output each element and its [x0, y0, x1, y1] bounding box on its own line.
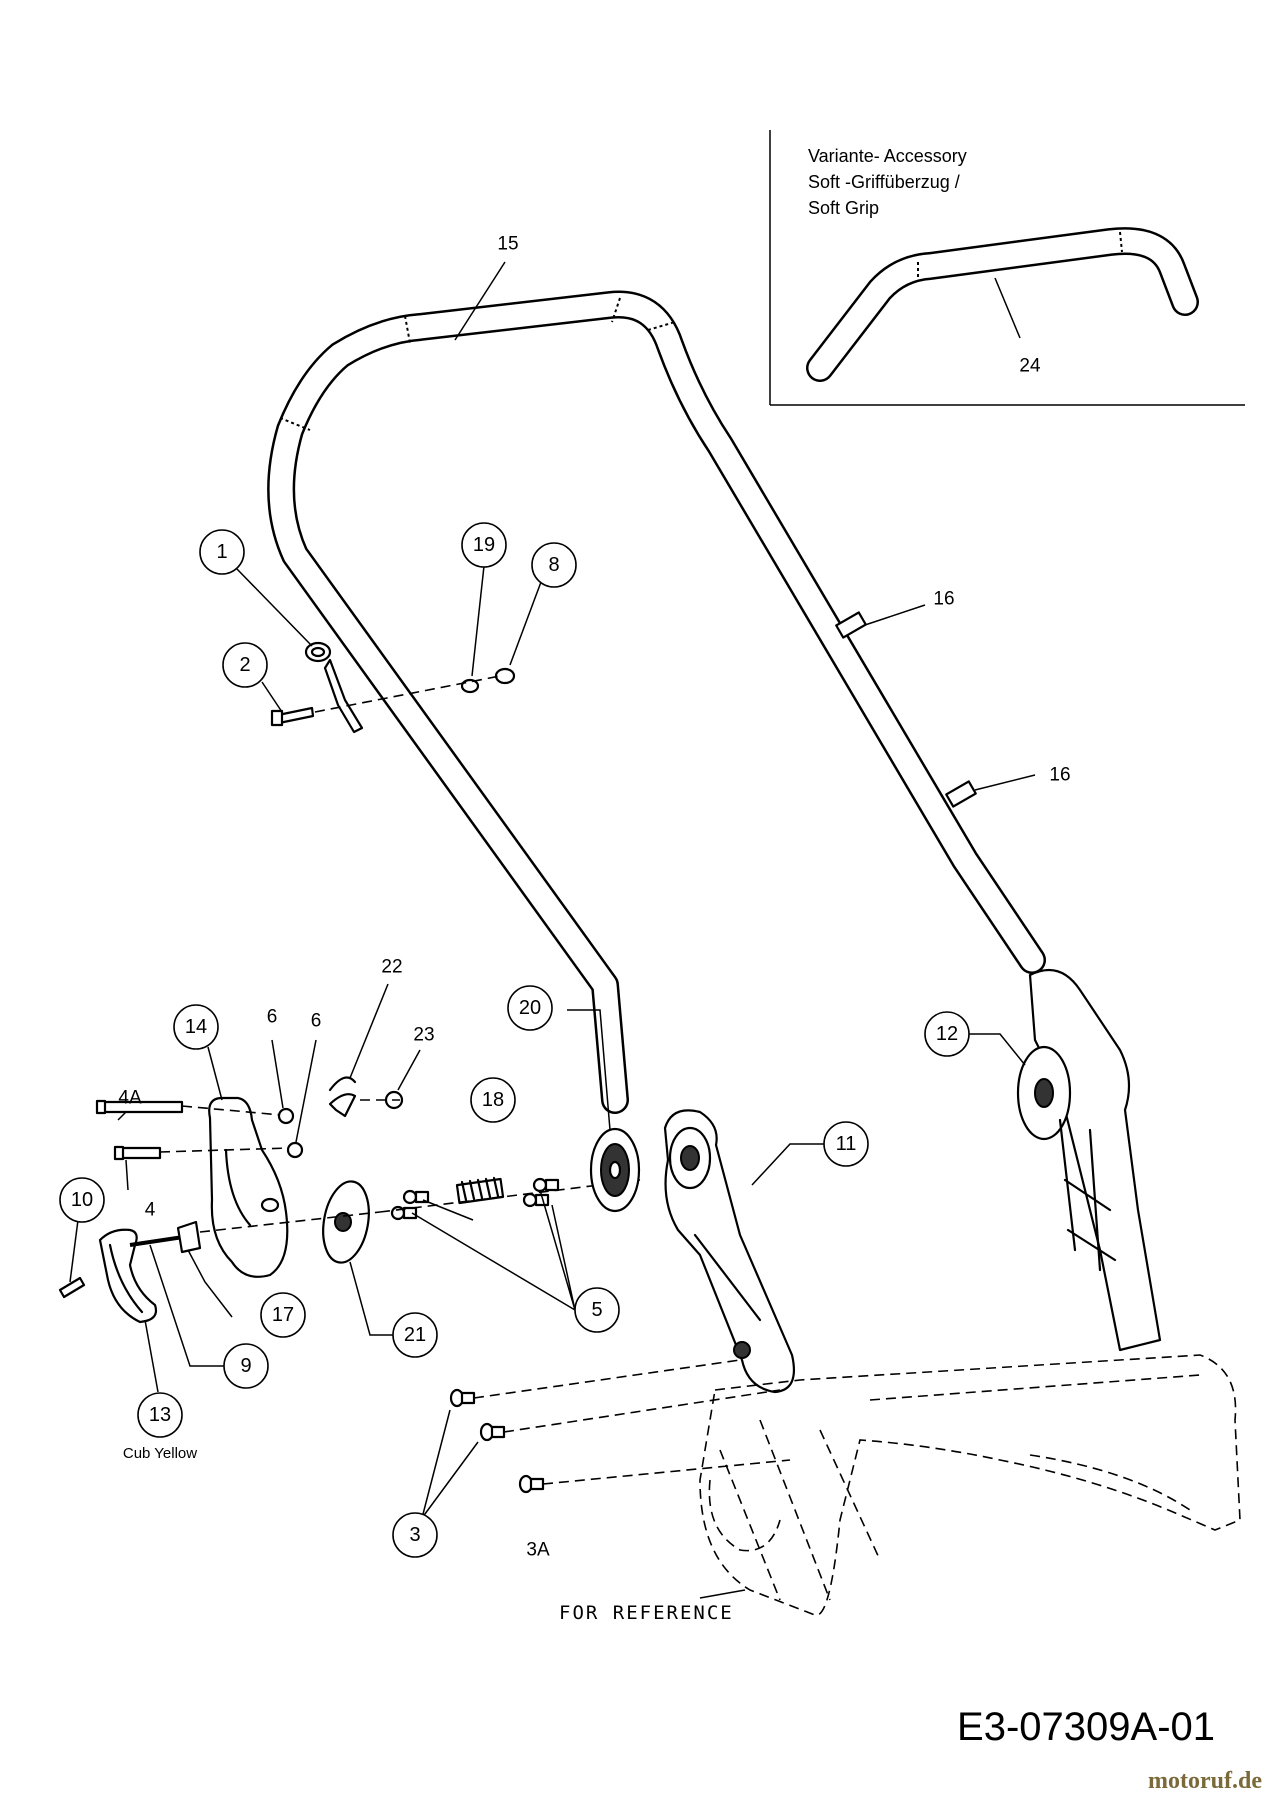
svg-text:8: 8 — [548, 554, 559, 576]
leader-3 — [421, 1409, 479, 1519]
callout-20: 20 — [507, 985, 553, 1031]
callout-21: 21 — [392, 1312, 438, 1358]
height-adjuster-parts — [58, 1076, 641, 1324]
leader-20 — [567, 1009, 611, 1131]
for-reference-note: FOR REFERENCE — [559, 1602, 734, 1624]
screws-3 — [449, 1359, 791, 1494]
accessory-title: Variante- Accessory — [808, 146, 967, 166]
leader-14 — [207, 1046, 223, 1101]
callout-3: 3 — [392, 1512, 438, 1558]
leader-4 — [125, 1159, 129, 1191]
leader-11 — [751, 1143, 826, 1186]
callout-1: 1 — [199, 529, 245, 575]
leader-17 — [187, 1249, 233, 1318]
leader-12 — [968, 1033, 1026, 1066]
cable-clip-lower — [945, 780, 977, 808]
label-6a: 6 — [267, 1007, 278, 1028]
svg-text:11: 11 — [836, 1133, 857, 1155]
label-16a: 16 — [933, 589, 954, 610]
soft-grip-drawing — [806, 227, 1199, 382]
callout-9: 9 — [223, 1343, 269, 1389]
leader-10 — [69, 1219, 79, 1283]
label-23: 23 — [413, 1025, 434, 1046]
leader-1 — [235, 567, 313, 647]
label-22: 22 — [381, 957, 402, 978]
svg-text:2: 2 — [239, 654, 250, 676]
watermark-logo: motoruf.de — [1148, 1768, 1262, 1794]
svg-text:3: 3 — [409, 1524, 420, 1546]
cable-clip-upper — [835, 611, 867, 639]
lower-handle-right — [1016, 968, 1162, 1352]
svg-text:5: 5 — [591, 1299, 602, 1321]
label-24: 24 — [1019, 356, 1041, 377]
callout-13: 13 — [137, 1392, 183, 1438]
callout-12: 12 — [924, 1011, 970, 1057]
callout-18: 18 — [470, 1077, 516, 1123]
label-4: 4 — [145, 1200, 156, 1221]
label-16b: 16 — [1049, 765, 1070, 786]
leader-15 — [454, 261, 506, 341]
label-3a: 3A — [526, 1540, 550, 1561]
label-15: 15 — [497, 234, 518, 255]
svg-text:10: 10 — [71, 1189, 93, 1211]
accessory-subtitle-de: Soft -Griffüberzug / — [808, 172, 960, 192]
leader-5 — [411, 1189, 576, 1311]
callout-5: 5 — [574, 1287, 620, 1333]
svg-text:9: 9 — [240, 1355, 251, 1377]
svg-text:17: 17 — [272, 1304, 294, 1326]
leader-22 — [349, 983, 389, 1079]
callout-19: 19 — [461, 522, 507, 568]
svg-text:20: 20 — [519, 997, 541, 1019]
svg-text:14: 14 — [185, 1016, 207, 1038]
upper-handle — [267, 290, 1046, 1114]
leader-6a — [271, 1039, 284, 1109]
leader-16a — [864, 604, 926, 626]
svg-text:21: 21 — [404, 1324, 426, 1346]
callout-2: 2 — [222, 642, 268, 688]
leader-13 — [144, 1319, 159, 1393]
label-6b: 6 — [311, 1011, 322, 1032]
svg-text:1: 1 — [216, 541, 227, 563]
accessory-box: Variante- Accessory Soft -Griffüberzug /… — [769, 130, 1245, 406]
callout-11: 11 — [823, 1121, 869, 1167]
leader-8 — [509, 581, 542, 666]
cub-yellow-note: Cub Yellow — [123, 1445, 197, 1462]
leader-16b — [974, 774, 1036, 791]
leader-19 — [471, 565, 485, 677]
callout-10: 10 — [59, 1177, 105, 1223]
accessory-subtitle-en: Soft Grip — [808, 198, 879, 218]
leader-6b — [295, 1039, 317, 1143]
label-4a: 4A — [118, 1088, 142, 1109]
leader-for-reference — [699, 1589, 746, 1599]
cable-guide-parts — [270, 641, 516, 734]
leader-2 — [261, 681, 283, 713]
leader-21 — [349, 1261, 395, 1336]
drawing-number: E3-07309A-01 — [957, 1705, 1215, 1749]
callout-8: 8 — [531, 542, 577, 588]
callout-17: 17 — [260, 1292, 306, 1338]
svg-text:18: 18 — [482, 1089, 504, 1111]
leader-4a — [117, 1111, 127, 1121]
leader-18 — [422, 1199, 474, 1221]
leader-23 — [397, 1049, 421, 1091]
svg-text:13: 13 — [149, 1404, 171, 1426]
svg-text:12: 12 — [936, 1023, 958, 1045]
svg-text:19: 19 — [473, 534, 495, 556]
callout-14: 14 — [173, 1004, 219, 1050]
leader-24 — [994, 277, 1021, 339]
mower-deck-reference — [699, 1354, 1241, 1616]
leader-9 — [149, 1244, 230, 1367]
lower-handle-left — [663, 1109, 796, 1394]
